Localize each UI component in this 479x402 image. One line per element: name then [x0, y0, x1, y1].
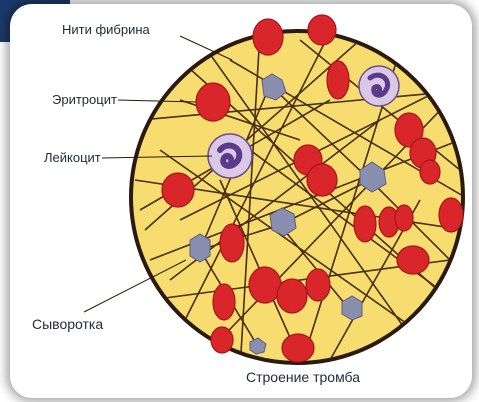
erythrocyte: [253, 19, 283, 55]
erythrocyte: [196, 83, 230, 121]
leukocyte: [359, 66, 399, 106]
erythrocyte: [162, 173, 194, 207]
erythrocyte: [327, 61, 349, 99]
erythrocyte: [397, 246, 429, 274]
label-leukocyte: Лейкоцит: [44, 150, 101, 165]
erythrocyte: [249, 267, 281, 303]
erythrocyte: [308, 15, 336, 45]
erythrocyte: [211, 327, 233, 353]
erythrocyte: [220, 224, 244, 262]
erythrocyte: [420, 160, 440, 184]
erythrocyte: [354, 206, 376, 242]
erythrocyte: [277, 279, 307, 313]
diagram-caption: Строение тромба: [246, 369, 360, 385]
label-serum: Сыворотка: [32, 316, 103, 332]
erythrocyte: [213, 284, 235, 320]
erythrocyte: [307, 164, 337, 196]
label-erythrocyte: Эритроцит: [52, 92, 117, 107]
label-fibrin: Нити фибрина: [62, 22, 150, 37]
erythrocyte: [306, 269, 330, 301]
leukocyte: [208, 134, 252, 178]
platelet: [190, 234, 210, 262]
erythrocyte: [395, 205, 413, 231]
erythrocyte: [439, 198, 463, 232]
erythrocyte: [282, 334, 314, 362]
